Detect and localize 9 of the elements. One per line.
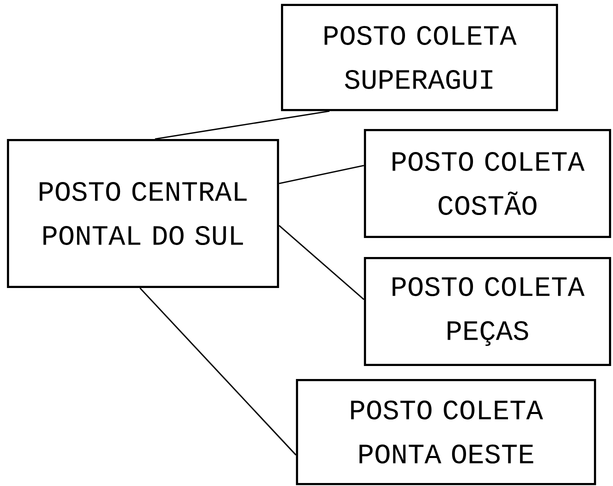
connector-line (278, 164, 364, 184)
station-box: POSTO CENTRAL PONTAL DO SUL (6, 138, 280, 288)
connector-line (140, 288, 296, 456)
station-box: POSTO COLETA PONTA OESTE (296, 378, 596, 486)
connector-line (154, 110, 330, 140)
connector-line (278, 225, 364, 300)
station-box: POSTO COLETA PEÇAS (364, 256, 612, 366)
station-box: POSTO COLETA SUPERAGUI (280, 4, 558, 112)
station-box: POSTO COLETA COSTÃO (364, 128, 612, 238)
